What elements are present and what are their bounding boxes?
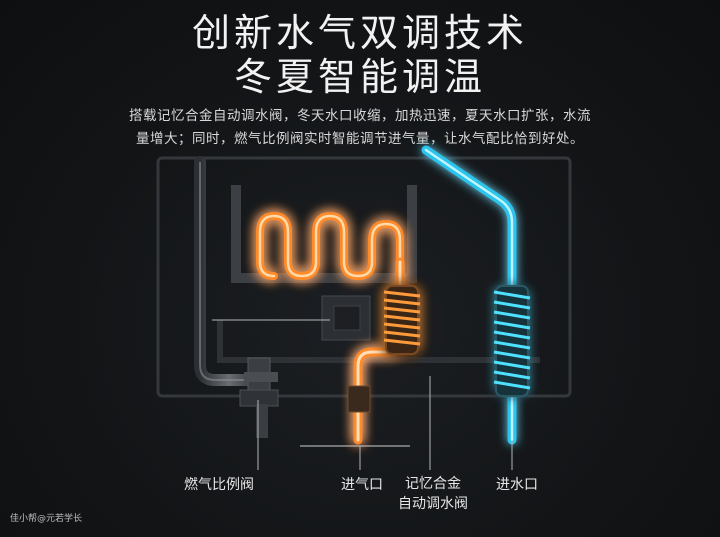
callout-memory-alloy-valve-line-2: 自动调水阀 (398, 496, 468, 512)
heater-housing (156, 156, 572, 398)
valve-block (321, 295, 371, 341)
headline-line-2: 冬夏智能调温 (233, 55, 486, 99)
callout-memory-alloy-valve: 记忆合金 自动调水阀 (398, 474, 468, 514)
callout-water-inlet: 进水口 (496, 477, 538, 493)
callout-leader-lines (212, 319, 513, 470)
description-line-1: 搭载记忆合金自动调水阀，冬天水口收缩，加热迅速，夏天水口扩张，水流 (129, 108, 591, 124)
callout-gas-inlet: 进气口 (341, 477, 383, 493)
callout-gas-proportional-valve: 燃气比例阀 (184, 477, 254, 493)
watermark: 佳小帮@元若学长 (10, 514, 83, 524)
gas-supply-pipe (194, 156, 264, 386)
gas-inlet-fitting (300, 385, 410, 447)
headline-line-1: 创新水气双调技术 (191, 11, 528, 55)
memory-alloy-spring (383, 285, 421, 355)
callout-memory-alloy-valve-line-1: 记忆合金 (405, 476, 461, 492)
water-inlet-spring (493, 285, 531, 397)
gas-proportional-valve (239, 357, 279, 438)
cold-water-pipe (421, 145, 517, 445)
description-line-2: 量增大；同时，燃气比例阀实时智能调节进气量，让水气配比恰到好处。 (136, 131, 584, 147)
